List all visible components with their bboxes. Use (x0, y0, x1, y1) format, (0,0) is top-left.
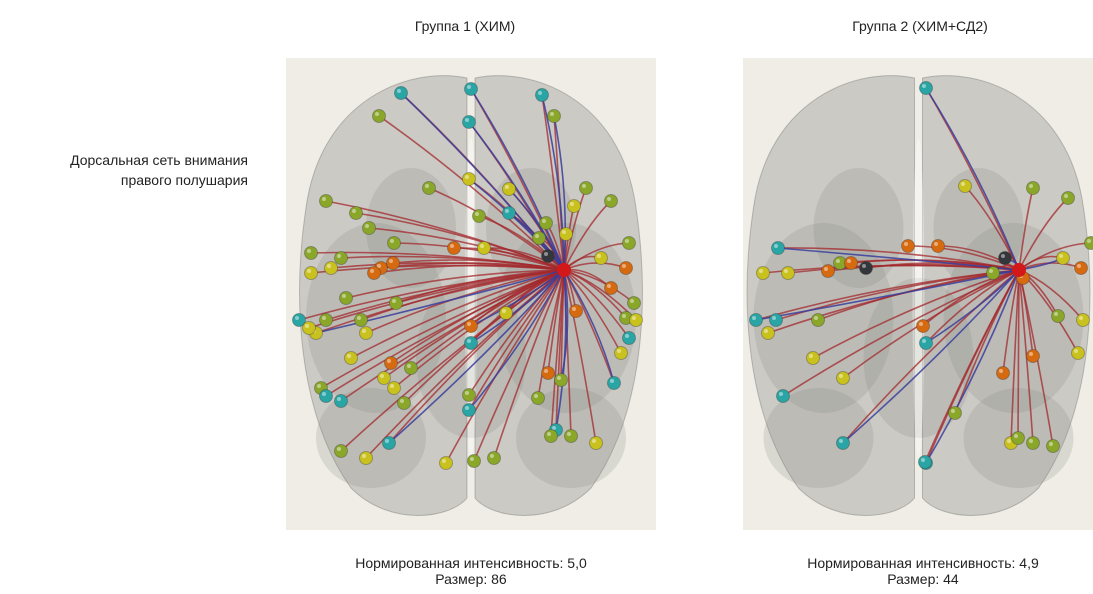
network-label: Дорсальная сеть внимания правого полушар… (10, 150, 248, 190)
group-1-intensity: Нормированная интенсивность: 5,0 (281, 555, 661, 571)
network-label-line-2: правого полушария (10, 170, 248, 190)
group-2-size: Размер: 44 (733, 571, 1093, 587)
group-1-size: Размер: 86 (281, 571, 661, 587)
group-2-intensity: Нормированная интенсивность: 4,9 (733, 555, 1093, 571)
brain-render-group-1 (286, 58, 656, 530)
brain-connectome-panel-group-2 (743, 58, 1093, 530)
brain-render-group-2 (743, 58, 1093, 530)
group-1-title: Группа 1 (ХИМ) (335, 18, 595, 34)
group-1-caption: Нормированная интенсивность: 5,0 Размер:… (281, 555, 661, 587)
group-2-caption: Нормированная интенсивность: 4,9 Размер:… (733, 555, 1093, 587)
group-2-title: Группа 2 (ХИМ+СД2) (790, 18, 1050, 34)
network-label-line-1: Дорсальная сеть внимания (10, 150, 248, 170)
brain-connectome-panel-group-1 (286, 58, 656, 530)
brain-outline (747, 76, 1090, 516)
